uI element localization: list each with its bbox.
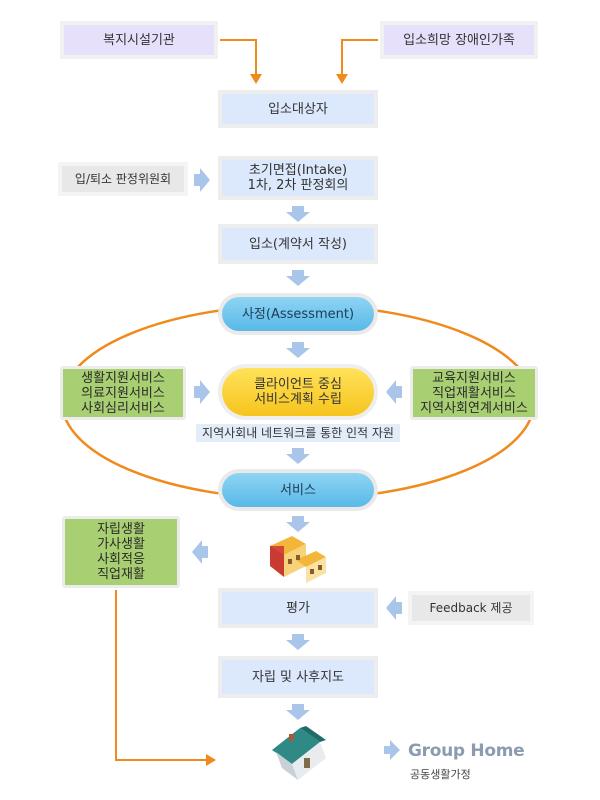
left-services-box: 생활지원서비스 의료지원서비스 사회심리서비스 — [60, 366, 186, 420]
client-plan-core: 클라이언트 중심 서비스계획 수립 — [222, 368, 374, 416]
outcome-item: 가사생활 — [97, 537, 145, 552]
admission-box: 입소(계약서 작성) — [222, 228, 374, 260]
connector-arrowheads — [206, 74, 348, 766]
left-service-item: 생활지원서비스 — [81, 370, 165, 386]
chevron-left-icon — [192, 540, 208, 564]
chevron-left-icon — [386, 596, 402, 620]
chevron-down-icon — [286, 704, 310, 720]
chevron-down-icon — [286, 516, 310, 532]
building-icon — [270, 536, 326, 583]
chevron-right-icon — [194, 168, 210, 192]
chevron-down-icon — [286, 634, 310, 650]
target-label: 입소대상자 — [268, 101, 328, 117]
source-connectors — [115, 39, 378, 761]
right-service-item: 교육지원서비스 — [432, 370, 516, 386]
outcome-item: 사회적응 — [97, 552, 145, 567]
feedback-box: Feedback 제공 — [412, 595, 530, 621]
core-line-1: 클라이언트 중심 — [254, 377, 342, 392]
chevron-right-icon — [194, 380, 210, 404]
arrowhead-left-source — [250, 74, 262, 84]
right-service-item: 직업재활서비스 — [432, 385, 516, 401]
arrowhead-grouphome — [206, 754, 216, 766]
network-label: 지역사회내 네트워크를 통한 인적 자원 — [202, 425, 394, 440]
group-home-subtitle: 공동생활가정 — [410, 768, 471, 781]
admission-label: 입소(계약서 작성) — [249, 236, 347, 252]
left-service-item: 의료지원서비스 — [81, 385, 165, 401]
right-source-connector — [341, 39, 378, 74]
target-box: 입소대상자 — [222, 94, 374, 124]
side-chevrons — [192, 168, 402, 760]
outcome-item: 자립생활 — [97, 522, 145, 537]
chevron-down-icon — [286, 206, 310, 222]
interview-line-1: 초기면접(Intake) — [248, 163, 348, 178]
chevron-down-icon — [286, 342, 310, 358]
welfare-institution-box: 복지시설기관 — [64, 25, 214, 55]
right-service-item: 지역사회연계서비스 — [420, 400, 528, 416]
chevron-down-icon — [286, 448, 310, 464]
core-line-2: 서비스계획 수립 — [254, 392, 342, 407]
outcome-item: 직업재활 — [97, 567, 145, 582]
left-source-connector — [220, 39, 257, 74]
evaluation-box: 평가 — [222, 592, 374, 624]
down-chevrons — [286, 206, 310, 720]
assessment-pill: 사정(Assessment) — [222, 297, 374, 331]
aftercare-box: 자립 및 사후지도 — [222, 660, 374, 694]
applicant-family-label: 입소희망 장애인가족 — [403, 32, 515, 48]
right-services-box: 교육지원서비스 직업재활서비스 지역사회연계서비스 — [410, 366, 538, 420]
applicant-family-box: 입소희망 장애인가족 — [384, 25, 534, 55]
assessment-label: 사정(Assessment) — [241, 306, 355, 322]
evaluation-label: 평가 — [286, 600, 310, 616]
feedback-label: Feedback 제공 — [429, 600, 513, 615]
welfare-institution-label: 복지시설기관 — [103, 32, 175, 48]
aftercare-label: 자립 및 사후지도 — [252, 669, 344, 685]
house-icon — [272, 726, 326, 780]
chevron-right-icon — [384, 740, 400, 760]
committee-box: 입/퇴소 판정위원회 — [62, 166, 184, 192]
left-service-item: 사회심리서비스 — [81, 400, 165, 416]
network-caption: 지역사회내 네트워크를 통한 인적 자원 — [196, 424, 400, 442]
chevron-down-icon — [286, 270, 310, 286]
interview-line-2: 1차, 2차 판정회의 — [247, 178, 349, 193]
outcomes-box: 자립생활 가사생활 사회적응 직업재활 — [62, 516, 180, 588]
service-label: 서비스 — [280, 482, 316, 498]
group-home-title: Group Home — [408, 741, 525, 761]
service-pill: 서비스 — [222, 473, 374, 507]
outcome-to-grouphome-connector — [115, 590, 206, 761]
interview-box: 초기면접(Intake) 1차, 2차 판정회의 — [222, 160, 374, 196]
arrowhead-right-source — [336, 74, 348, 84]
committee-label: 입/퇴소 판정위원회 — [74, 171, 172, 186]
chevron-left-icon — [386, 380, 402, 404]
